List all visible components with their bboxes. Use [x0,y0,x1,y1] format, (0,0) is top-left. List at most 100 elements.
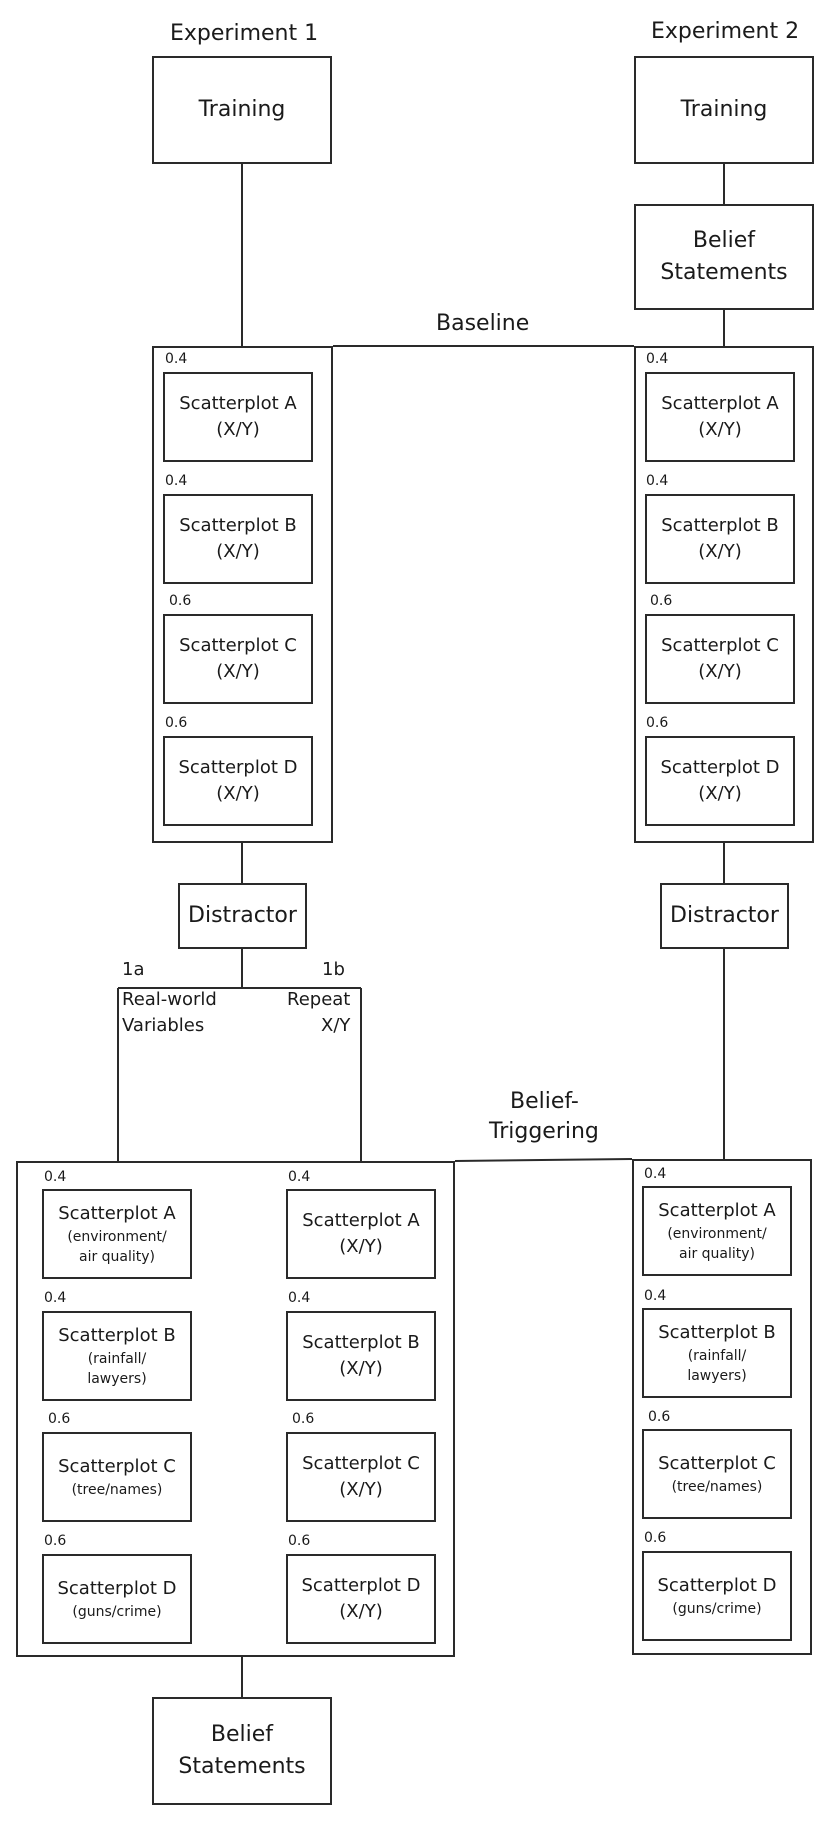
scatterplot-variables: (X/Y) [698,661,742,682]
scatterplot-variables: (X/Y) [339,1358,383,1379]
correlation-label: 0.6 [648,1409,671,1425]
scatterplot-variables: (guns/crime) [672,1601,762,1617]
scatterplot-name: Scatterplot A [658,1200,776,1221]
scatterplot-a-box: Scatterplot A (environment/ air quality) [642,1186,792,1276]
correlation-label: 0.4 [165,473,188,489]
correlation-label: 0.4 [644,1166,667,1182]
correlation-label: 0.4 [288,1169,311,1185]
scatterplot-variables-line2: lawyers) [87,1371,147,1387]
scatterplot-a-box: Scatterplot A (X/Y) [286,1189,436,1279]
correlation-label: 0.4 [646,473,669,489]
baseline-label: Baseline [436,311,530,336]
experiment-2-training-box: Training [634,56,814,164]
experiment-2-distractor-box: Distractor [660,883,789,949]
scatterplot-name: Scatterplot B [58,1325,176,1346]
scatterplot-c-box: Scatterplot C (tree/names) [642,1429,792,1519]
experiment-2-belief-triggering-group [632,1159,812,1655]
scatterplot-name: Scatterplot D [57,1578,177,1599]
scatterplot-d-box: Scatterplot D (guns/crime) [42,1554,192,1644]
correlation-label: 0.6 [292,1411,315,1427]
scatterplot-variables: (X/Y) [698,783,742,804]
scatterplot-name: Scatterplot C [58,1456,176,1477]
training-label: Training [680,97,768,122]
scatterplot-name: Scatterplot B [658,1322,776,1343]
scatterplot-a-box: Scatterplot A (environment/ air quality) [42,1189,192,1279]
scatterplot-variables-line2: air quality) [678,1246,756,1262]
distractor-label: Distractor [188,903,297,928]
experiment-2-title: Experiment 2 [651,19,800,44]
scatterplot-name: Scatterplot C [658,1453,776,1474]
scatterplot-name: Scatterplot C [661,635,779,656]
experiment-1-belief-triggering-group [16,1161,455,1657]
experiment-1-distractor-box: Distractor [178,883,307,949]
correlation-label: 0.4 [288,1290,311,1306]
correlation-label: 0.6 [44,1533,67,1549]
experiment-1-title: Experiment 1 [170,21,319,46]
scatterplot-variables-line1: (environment/ [67,1229,167,1245]
scatterplot-variables: (X/Y) [698,541,742,562]
scatterplot-variables-line2: lawyers) [687,1368,747,1384]
scatterplot-variables: (tree/names) [71,1482,163,1498]
scatterplot-variables: (X/Y) [216,661,260,682]
experiment-1-baseline-group [152,346,333,843]
belief-triggering-label-line2: Triggering [489,1119,599,1144]
scatterplot-b-box: Scatterplot B (rainfall/ lawyers) [42,1311,192,1401]
scatterplot-variables: (X/Y) [216,783,260,804]
scatterplot-name: Scatterplot D [301,1575,421,1596]
experiment-1-training-box: Training [152,56,332,164]
condition-1a-line1: Real-world [122,989,217,1010]
scatterplot-name: Scatterplot B [661,515,779,536]
scatterplot-b-box: Scatterplot B (rainfall/ lawyers) [642,1308,792,1398]
scatterplot-name: Scatterplot A [58,1203,176,1224]
correlation-label: 0.4 [44,1169,67,1185]
correlation-label: 0.6 [288,1533,311,1549]
correlation-label: 0.4 [44,1290,67,1306]
scatterplot-name: Scatterplot D [657,1575,777,1596]
scatterplot-variables: (tree/names) [671,1479,763,1495]
scatterplot-variables-line2: air quality) [78,1249,156,1265]
scatterplot-name: Scatterplot D [660,757,780,778]
correlation-label: 0.6 [650,593,673,609]
training-label: Training [198,97,286,122]
scatterplot-c-box: Scatterplot C (X/Y) [163,614,313,704]
scatterplot-d-box: Scatterplot D (X/Y) [645,736,795,826]
experiment-1-belief-statements-box: Belief Statements [152,1697,332,1805]
scatterplot-c-box: Scatterplot C (X/Y) [286,1432,436,1522]
correlation-label: 0.6 [644,1530,667,1546]
experiment-2-baseline-group [634,346,814,843]
scatterplot-name: Scatterplot B [302,1332,420,1353]
correlation-label: 0.6 [165,715,188,731]
scatterplot-variables: (X/Y) [339,1601,383,1622]
scatterplot-name: Scatterplot A [661,393,779,414]
correlation-label: 0.6 [169,593,192,609]
scatterplot-b-box: Scatterplot B (X/Y) [163,494,313,584]
belief-statements-line2: Statements [660,260,788,285]
scatterplot-variables: (X/Y) [339,1236,383,1257]
scatterplot-variables: (X/Y) [216,541,260,562]
scatterplot-d-box: Scatterplot D (X/Y) [286,1554,436,1644]
condition-1b-line1: Repeat [287,989,351,1010]
scatterplot-name: Scatterplot A [302,1210,420,1231]
scatterplot-c-box: Scatterplot C (X/Y) [645,614,795,704]
belief-triggering-label-line1: Belief- [510,1089,579,1114]
scatterplot-variables: (X/Y) [339,1479,383,1500]
scatterplot-name: Scatterplot D [178,757,298,778]
scatterplot-name: Scatterplot A [179,393,297,414]
correlation-label: 0.4 [644,1288,667,1304]
experiment-2-belief-statements-box: Belief Statements [634,204,814,310]
belief-statements-line2: Statements [178,1754,306,1779]
scatterplot-variables-line1: (rainfall/ [687,1348,747,1364]
condition-1b-code: 1b [322,959,345,980]
scatterplot-variables: (guns/crime) [72,1604,162,1620]
scatterplot-name: Scatterplot C [179,635,297,656]
condition-1b-line2: X/Y [321,1015,351,1036]
scatterplot-name: Scatterplot B [179,515,297,536]
belief-statements-line1: Belief [692,228,756,253]
correlation-label: 0.6 [48,1411,71,1427]
correlation-label: 0.6 [646,715,669,731]
belief-statements-line1: Belief [210,1722,274,1747]
scatterplot-variables: (X/Y) [698,419,742,440]
distractor-label: Distractor [670,903,779,928]
scatterplot-variables-line1: (rainfall/ [87,1351,147,1367]
